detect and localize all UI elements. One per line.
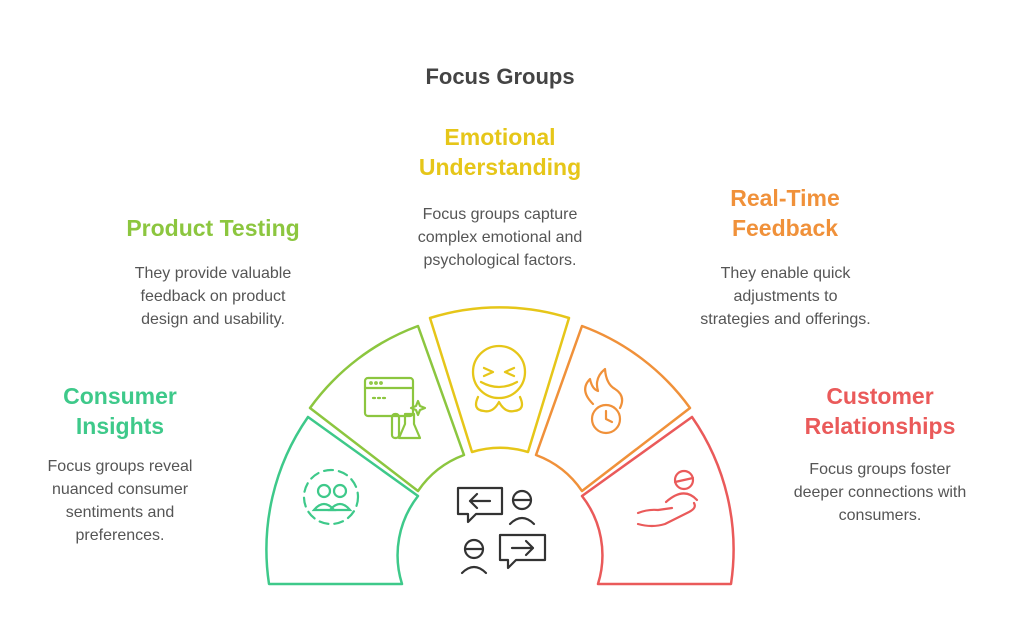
people-circle-icon [302,468,360,526]
diagram-title: Focus Groups [425,64,575,89]
browser-flask-icon [363,376,427,440]
customer-relationships-description: Focus groups foster deeper connections w… [793,461,967,524]
fire-clock-icon [584,367,624,435]
emotional-understanding-segment [428,306,571,454]
emotion-face-icon [471,344,527,413]
emotional-understanding-description: Focus groups capture complex emotional a… [417,206,583,269]
customer-relationships-segment [580,415,735,586]
product-testing-segment [308,324,466,493]
product-testing-heading: Product Testing [126,215,300,241]
hand-person-icon [636,469,699,528]
real-time-feedback-heading: Real-Time Feedback [730,185,840,241]
consumer-insights-segment [265,415,420,586]
consumer-insights-description: Focus groups reveal nuanced consumer sen… [47,458,193,544]
consumer-insights-heading: Consumer Insights [63,383,177,439]
conversation-icon [456,486,547,575]
real-time-feedback-description: They enable quick adjustments to strateg… [700,265,871,328]
real-time-feedback-segment [534,324,692,493]
product-testing-description: They provide valuable feedback on produc… [134,265,292,328]
customer-relationships-heading: Customer Relationships [804,383,956,439]
emotional-understanding-heading: Emotional Understanding [418,124,582,180]
